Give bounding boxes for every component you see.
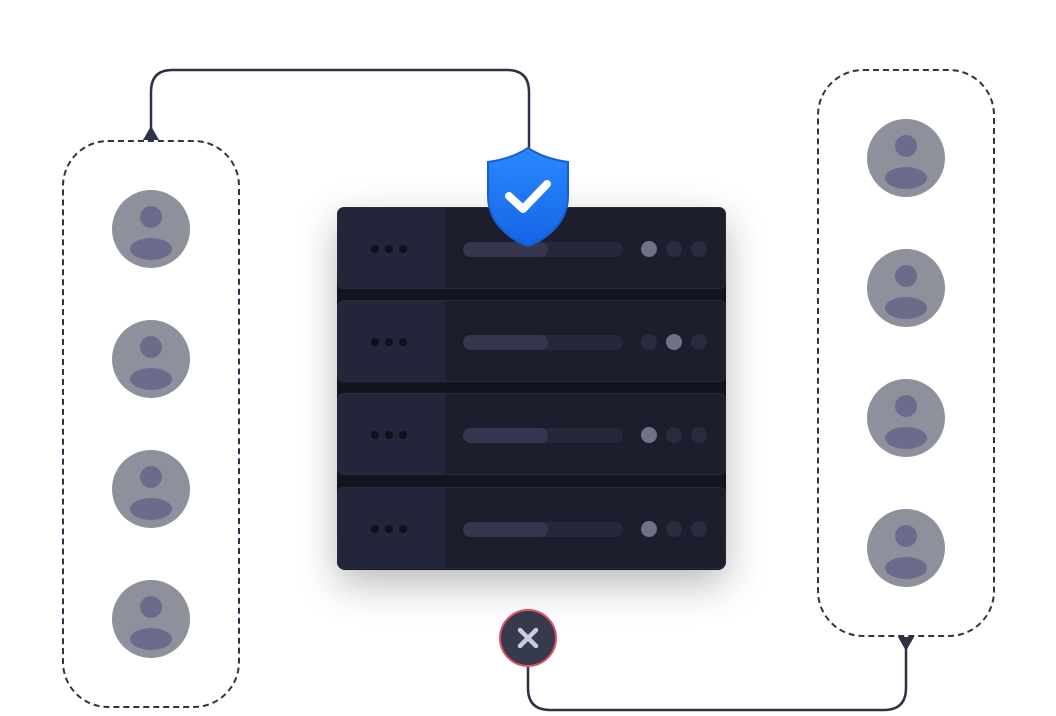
right-user-group	[817, 69, 995, 637]
load-fill	[463, 428, 548, 443]
status-leds	[641, 427, 707, 443]
user-avatar-icon	[867, 509, 945, 587]
user-avatar-icon	[112, 190, 190, 268]
status-led	[666, 334, 682, 350]
status-led	[641, 427, 657, 443]
status-led	[666, 521, 682, 537]
user-avatar-icon	[867, 249, 945, 327]
user-avatar-icon	[112, 580, 190, 658]
denied-connector	[526, 648, 908, 712]
load-fill	[463, 335, 548, 350]
unit-dots	[371, 431, 407, 439]
status-leds	[641, 241, 707, 257]
status-led	[641, 241, 657, 257]
shield-check-icon	[487, 146, 569, 248]
server-unit	[337, 393, 726, 475]
status-led	[691, 427, 707, 443]
denied-arrowhead	[898, 637, 914, 651]
allowed-arrowhead	[143, 126, 159, 140]
load-bar	[463, 522, 623, 537]
user-avatar-icon	[867, 119, 945, 197]
status-led	[641, 521, 657, 537]
user-avatar-icon	[112, 450, 190, 528]
server-unit	[337, 487, 726, 569]
close-icon	[517, 627, 539, 649]
allowed-connector	[149, 68, 531, 152]
load-bar	[463, 335, 623, 350]
unit-dots	[371, 338, 407, 346]
user-avatar-icon	[867, 379, 945, 457]
status-led	[691, 241, 707, 257]
load-fill	[463, 522, 548, 537]
unit-dots	[371, 525, 407, 533]
status-led	[691, 521, 707, 537]
left-user-group	[62, 140, 240, 708]
user-avatar-icon	[112, 320, 190, 398]
status-led	[666, 241, 682, 257]
denied-badge	[499, 609, 557, 667]
server-rack	[337, 207, 726, 570]
server-unit	[337, 300, 726, 382]
status-leds	[641, 334, 707, 350]
status-led	[691, 334, 707, 350]
load-bar	[463, 428, 623, 443]
unit-dots	[371, 245, 407, 253]
status-led	[641, 334, 657, 350]
status-leds	[641, 521, 707, 537]
status-led	[666, 427, 682, 443]
